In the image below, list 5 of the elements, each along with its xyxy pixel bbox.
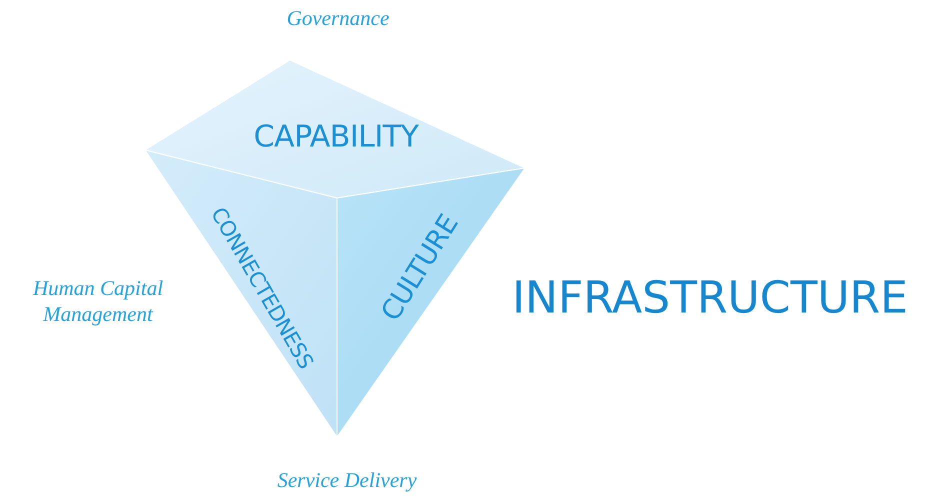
side-label: Governance (286, 4, 390, 32)
face-label: CAPABILITY (254, 120, 418, 154)
side-label: Human Capital Management (32, 274, 164, 328)
heading-label: INFRASTRUCTURE (511, 272, 909, 326)
side-label: Service Delivery (276, 466, 418, 494)
